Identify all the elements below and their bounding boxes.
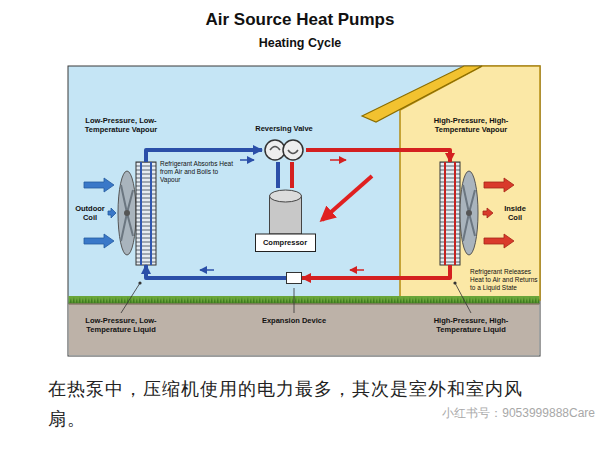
grass: [69, 296, 540, 304]
outdoor-coil-label: Outdoor Coil: [72, 204, 108, 222]
sky-panel: [68, 66, 540, 356]
text-slot: Heating Cycle: [0, 36, 600, 51]
flow-arrow: [200, 269, 214, 271]
text-slot: Refrigerant Releases Heat to Air and Ret…: [470, 268, 538, 291]
text-slot: Refrigerant Absorbs Heat from Air and Bo…: [160, 160, 236, 183]
reversing-valve-label: Reversing Valve: [224, 124, 344, 133]
house-wall: [400, 66, 540, 300]
text-slot: Low-Pressure, Low-Temperature Vapour: [80, 116, 162, 134]
refrigerant-pipe: [302, 265, 450, 278]
caption: 在热泵中，压缩机使用的电力最多，其次是室外和室内风扇。: [48, 374, 528, 434]
leader-line: [294, 288, 295, 313]
reversing-valve-shape: [262, 138, 306, 162]
ground: [69, 304, 540, 356]
refrigerant-pipe: [146, 265, 286, 278]
outdoor-coil: Outdoor Coil: [118, 162, 156, 265]
process-note: Refrigerant Absorbs Heat from Air and Bo…: [160, 160, 236, 183]
refrigerant-pipe: [276, 162, 280, 188]
text-slot: 小红书号：9053999888Care: [395, 406, 595, 420]
text-slot: 在热泵中，压缩机使用的电力最多，其次是室外和室内风扇。: [48, 374, 528, 434]
flow-arrow: [240, 159, 254, 161]
text-slot: High-Pressure, High-Temperature Vapour: [428, 116, 514, 134]
inside-coil-drawing: [440, 162, 478, 265]
state-label: High-Pressure, High-Temperature Vapour: [428, 116, 514, 134]
state-label: Low-Pressure, Low-Temperature Vapour: [80, 116, 162, 134]
refrigerant-pipe: [306, 150, 450, 162]
process-note: Refrigerant Releases Heat to Air and Ret…: [470, 268, 538, 291]
reversing-valve: Reversing Valve: [262, 138, 306, 162]
expansion-device-shape: [286, 272, 302, 284]
inside-coil-shape: [440, 162, 478, 265]
expansion-device: Expansion Device: [286, 272, 302, 284]
ground-line: [69, 303, 540, 305]
inside-coil: Inside Coil: [440, 162, 478, 265]
leader-line: [121, 283, 140, 313]
state-label: High-Pressure, High-Temperature Liquid: [428, 316, 514, 334]
expansion-device-label: Expansion Device: [244, 316, 344, 325]
state-label: Low-Pressure, Low-Temperature Liquid: [80, 316, 162, 334]
subtitle: Heating Cycle: [0, 36, 600, 51]
pointer-arrow: [322, 176, 372, 220]
leader-line: [455, 283, 471, 313]
diagram-title: Air Source Heat Pumps: [0, 10, 600, 30]
watermark: 小红书号：9053999888Care: [395, 406, 595, 420]
compressor-label: Compressor: [255, 238, 316, 247]
flow-arrow: [350, 269, 364, 271]
inside-coil-label: Inside Coil: [498, 204, 532, 222]
text-slot: High-Pressure, High-Temperature Liquid: [428, 316, 514, 334]
text-slot: Air Source Heat Pumps: [0, 10, 600, 30]
refrigerant-pipe: [290, 162, 294, 188]
flow-arrow: [330, 159, 346, 161]
outdoor-coil-drawing: [118, 162, 156, 265]
outdoor-coil-shape: [118, 162, 156, 265]
text-slot: Low-Pressure, Low-Temperature Liquid: [80, 316, 162, 334]
house-roof: [362, 66, 482, 122]
compressor: Compressor: [255, 188, 316, 252]
